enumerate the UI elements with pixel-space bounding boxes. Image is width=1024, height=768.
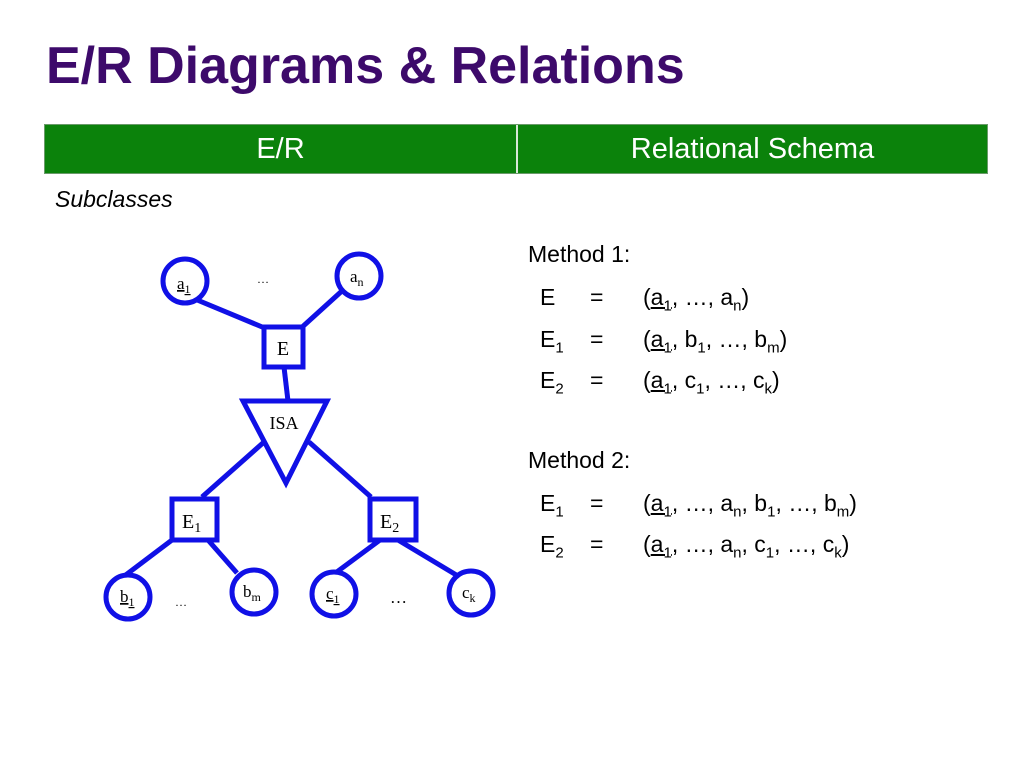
attribute-c1 (309, 569, 359, 619)
label-bm: bm (243, 582, 262, 604)
edge-E-isa (281, 366, 291, 402)
entity-E1 (169, 496, 220, 543)
ellipsis-b: … (175, 595, 187, 609)
label-E: E (277, 338, 289, 360)
method2-heading: Method 2: (528, 447, 631, 473)
rel-attrs: (a1, …, an, c1, …, ck) (643, 531, 850, 562)
edge-E1-bm (206, 538, 239, 575)
ellipsis-c: … (390, 588, 407, 607)
attribute-bm (229, 567, 279, 617)
entity-E (261, 324, 306, 370)
rel-name: E2 (540, 531, 564, 562)
label-c1: c1 (326, 584, 340, 606)
edge-an-E (298, 288, 345, 331)
rel-attrs: (a1, b1, …, bm) (643, 326, 788, 357)
label-E1: E1 (182, 511, 201, 536)
attribute-an (334, 251, 384, 301)
header-er: E/R (45, 125, 518, 173)
rel-name: E (540, 284, 556, 310)
entity-E2 (367, 496, 419, 543)
slide-title: E/R Diagrams & Relations (46, 37, 685, 95)
rel-name: E1 (540, 490, 564, 521)
isa-triangle (238, 398, 332, 489)
rel-attrs: (a1, c1, …, ck) (643, 367, 780, 398)
attribute-ck (446, 568, 496, 618)
attribute-b1 (103, 572, 153, 622)
ellipsis-a: … (257, 272, 269, 286)
label-isa: ISA (269, 413, 298, 433)
rel-attrs: (a1, …, an, b1, …, bm) (643, 490, 857, 521)
label-E2: E2 (380, 511, 399, 536)
edge-E1-b1 (121, 538, 174, 579)
label-ck: ck (462, 583, 476, 605)
edge-a1-E (189, 294, 268, 332)
label-b1: b1 (120, 587, 135, 609)
header-relational-schema: Relational Schema (630, 132, 875, 165)
label-a1: a1 (177, 274, 191, 296)
label-an: an (350, 267, 364, 289)
table-header: E/R Relational Schema (44, 124, 988, 174)
edge-isa-E2 (307, 440, 373, 499)
edge-E2-ck (396, 537, 460, 579)
rel-name: E1 (540, 326, 564, 357)
rel-name: E2 (540, 367, 564, 398)
rel-attrs: (a1, …, an) (643, 284, 750, 315)
section-subtitle: Subclasses (55, 186, 173, 212)
method1-heading: Method 1: (528, 241, 631, 267)
edge-isa-E1 (200, 440, 266, 499)
attribute-a1 (160, 256, 210, 306)
